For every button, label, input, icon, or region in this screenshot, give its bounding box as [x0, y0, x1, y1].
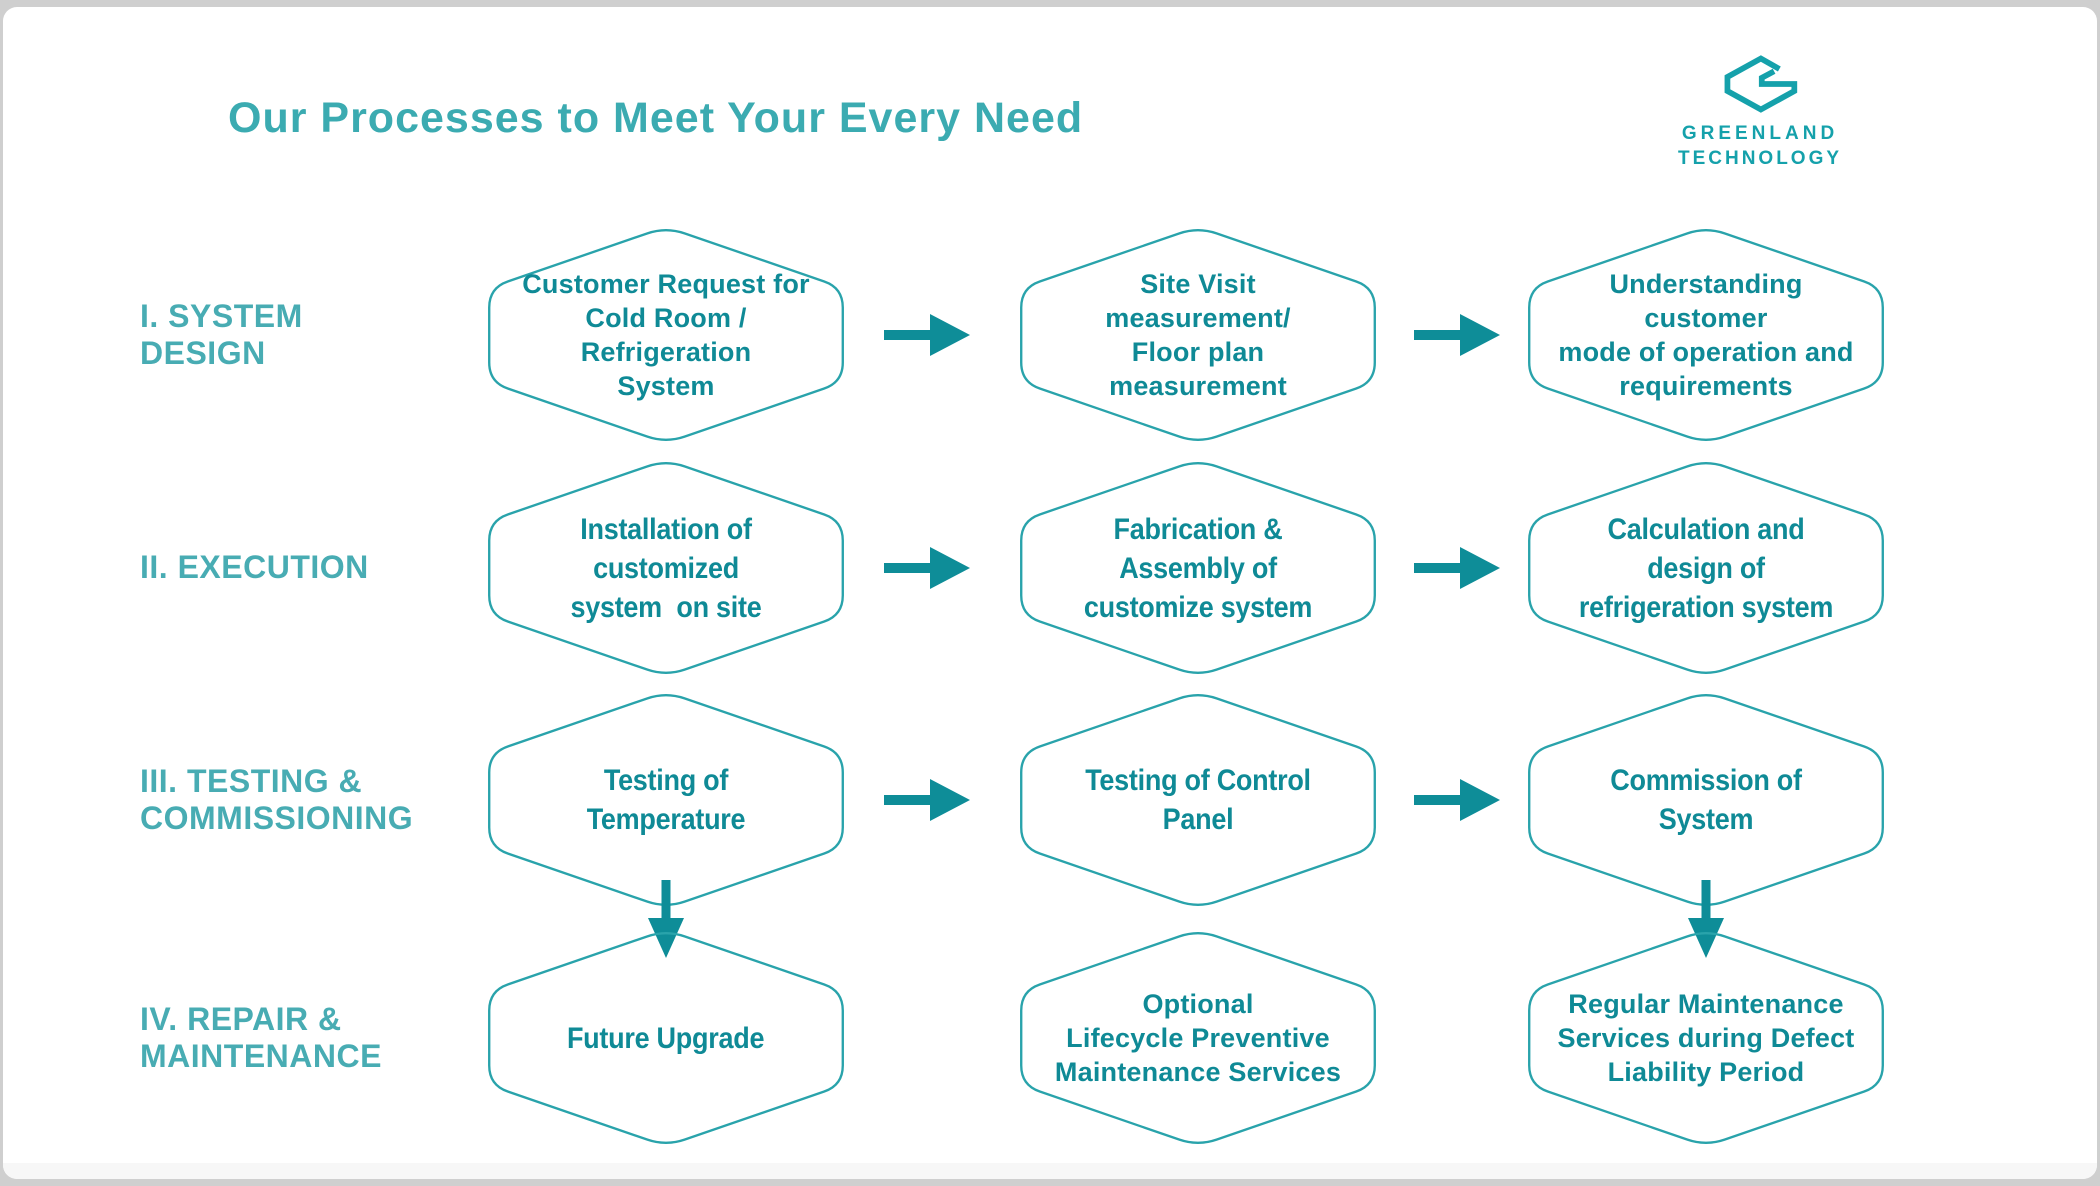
- logo-wordmark-line1: GREENLAND: [1681, 123, 1839, 144]
- arrow-right-icon: [1414, 312, 1500, 358]
- arrow-right-icon: [1414, 777, 1500, 823]
- hexagon-step-text: Optional Lifecycle Preventive Maintenanc…: [1054, 988, 1342, 1087]
- row-label-system-design: I. SYSTEM DESIGN: [140, 298, 303, 372]
- slide: [3, 7, 2097, 1179]
- arrow-right-icon: [884, 777, 970, 823]
- hexagon-step-installation: Installation of customized system on sit…: [486, 458, 846, 678]
- hexagon-step-regular-maintenance: Regular Maintenance Services during Defe…: [1526, 928, 1886, 1148]
- hexagon-step-text: Future Upgrade: [567, 1021, 765, 1055]
- hexagon-step-text: Calculation and design of refrigeration …: [1578, 512, 1834, 624]
- hexagon-step-future-upgrade: Future Upgrade: [486, 928, 846, 1148]
- arrow-right-icon: [884, 545, 970, 591]
- hexagon-step-customer-request: Customer Request for Cold Room / Refrige…: [486, 225, 846, 445]
- company-logo: GREENLAND TECHNOLOGY: [1648, 52, 1872, 170]
- hexagon-step-text: Commission of System: [1610, 764, 1809, 836]
- hexagon-step-testing-control-panel: Testing of Control Panel: [1018, 690, 1378, 910]
- page-title: Our Processes to Meet Your Every Need: [228, 94, 1084, 142]
- greenland-hexagon-g-icon: [1724, 55, 1798, 113]
- hexagon-step-text: Fabrication & Assembly of customize syst…: [1083, 512, 1313, 624]
- hexagon-step-understanding-customer: Understanding customer mode of operation…: [1526, 225, 1886, 445]
- arrow-right-icon: [884, 312, 970, 358]
- hexagon-step-text: Site Visit measurement/ Floor plan measu…: [1105, 268, 1291, 402]
- hexagon-step-text: Testing of Control Panel: [1085, 764, 1319, 836]
- hexagon-step-site-visit: Site Visit measurement/ Floor plan measu…: [1018, 225, 1378, 445]
- hexagon-step-calculation-design: Calculation and design of refrigeration …: [1526, 458, 1886, 678]
- hexagon-step-commission-system: Commission of System: [1526, 690, 1886, 910]
- hexagon-step-text: Understanding customer mode of operation…: [1558, 268, 1854, 402]
- hexagon-step-optional-lifecycle: Optional Lifecycle Preventive Maintenanc…: [1018, 928, 1378, 1148]
- row-label-testing-commissioning: III. TESTING & COMMISSIONING: [140, 763, 414, 837]
- hexagon-step-text: Regular Maintenance Services during Defe…: [1557, 988, 1855, 1087]
- row-label-repair-maintenance: IV. REPAIR & MAINTENANCE: [140, 1001, 382, 1075]
- hexagon-step-testing-temperature: Testing of Temperature: [486, 690, 846, 910]
- hexagon-step-text: Testing of Temperature: [586, 764, 746, 836]
- hexagon-step-text: Customer Request for Cold Room / Refrige…: [522, 268, 810, 402]
- logo-wordmark-line2: TECHNOLOGY: [1677, 148, 1843, 169]
- row-label-execution: II. EXECUTION: [140, 549, 369, 585]
- hexagon-step-text: Installation of customized system on sit…: [570, 512, 762, 624]
- arrow-right-icon: [1414, 545, 1500, 591]
- hexagon-step-fabrication-assembly: Fabrication & Assembly of customize syst…: [1018, 458, 1378, 678]
